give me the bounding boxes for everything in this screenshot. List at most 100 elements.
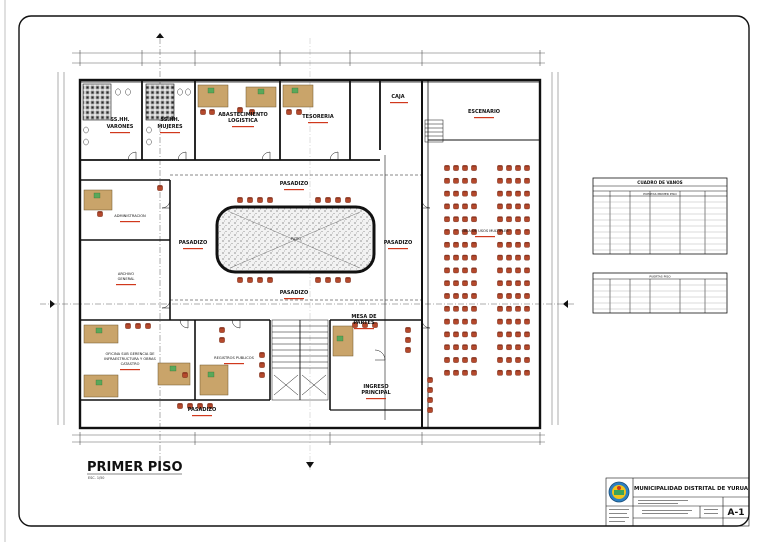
auditorium-seat bbox=[496, 241, 504, 248]
auditorium-seat bbox=[470, 164, 478, 172]
auditorium-seat bbox=[452, 190, 460, 197]
auditorium-seat bbox=[470, 190, 478, 197]
auditorium-seat bbox=[443, 267, 451, 274]
ingreso-principal-label-1: INGRESO bbox=[363, 384, 388, 390]
auditorium-seat bbox=[452, 292, 460, 300]
auditorium-seat bbox=[443, 292, 451, 300]
vanos-table-title: CUADRO DE VANOS bbox=[637, 180, 682, 185]
auditorium-seat bbox=[461, 344, 469, 351]
auditorium-seat bbox=[443, 177, 451, 184]
auditorium-seat bbox=[514, 228, 522, 236]
auditorium-seat bbox=[496, 177, 504, 184]
sshh-varones-label-1: SS.HH. bbox=[110, 117, 129, 123]
auditorium-seat bbox=[514, 331, 522, 338]
auditorium-seat bbox=[496, 216, 504, 223]
auditorium-seat bbox=[505, 331, 513, 338]
title-block-fine-print bbox=[609, 500, 718, 522]
second-table bbox=[592, 272, 728, 314]
sheet-frame bbox=[18, 15, 750, 527]
auditorium-seat bbox=[505, 241, 513, 248]
patio-label: PATIO bbox=[291, 237, 301, 241]
auditorium-seat bbox=[470, 344, 478, 351]
patio-diagonals bbox=[229, 211, 361, 269]
auditorium-seat bbox=[505, 190, 513, 197]
auditorium-seat bbox=[461, 356, 469, 364]
auditorium-seat bbox=[443, 216, 451, 223]
auditorium-seat bbox=[443, 164, 451, 172]
pasadizo-mid-label: PASADIZO bbox=[280, 290, 308, 296]
auditorium-seat bbox=[523, 228, 531, 236]
ingreso-principal-label-2: PRINCIPAL bbox=[361, 390, 391, 396]
auditorium-seat bbox=[443, 203, 451, 210]
archivo-label-1: ARCHIVO bbox=[118, 272, 134, 276]
auditorium-seat bbox=[505, 356, 513, 364]
auditorium-seat bbox=[514, 203, 522, 210]
auditorium-seat bbox=[514, 254, 522, 261]
section-marker-a bbox=[50, 33, 568, 468]
auditorium-seat bbox=[461, 318, 469, 325]
door-swings bbox=[127, 151, 431, 361]
auditorium-seat bbox=[470, 216, 478, 223]
auditorium-seat bbox=[505, 164, 513, 172]
auditorium-seat bbox=[496, 331, 504, 338]
auditorium-seat bbox=[514, 305, 522, 312]
registros-publicos-label: REGISTROS PUBLICOS bbox=[214, 356, 255, 360]
auditorium-seat bbox=[443, 190, 451, 197]
auditorium-seat bbox=[496, 203, 504, 210]
auditorium-seat bbox=[523, 305, 531, 312]
auditorium-seat bbox=[514, 190, 522, 197]
auditorium-seat bbox=[496, 164, 504, 172]
auditorium-seat bbox=[514, 267, 522, 274]
auditorium-seat bbox=[523, 164, 531, 172]
auditorium-seat bbox=[452, 344, 460, 351]
auditorium-seat bbox=[452, 356, 460, 364]
auditorium-seat bbox=[461, 164, 469, 172]
auditorium-seat bbox=[470, 280, 478, 287]
auditorium-seat bbox=[470, 241, 478, 248]
auditorium-seat bbox=[514, 369, 522, 376]
mesa-partes-label-1: MESA DE bbox=[351, 314, 377, 320]
auditorium-seat bbox=[505, 292, 513, 300]
auditorium-seat bbox=[514, 177, 522, 184]
auditorium-seat bbox=[505, 203, 513, 210]
computers bbox=[93, 87, 344, 386]
sshh-mujeres-label-2: MUJERES bbox=[157, 124, 183, 130]
auditorium-seat bbox=[523, 190, 531, 197]
auditorium-seat bbox=[514, 216, 522, 223]
auditorium-seat bbox=[452, 305, 460, 312]
municipality-name: MUNICIPALIDAD DISTRITAL DE YURUA bbox=[634, 486, 749, 492]
auditorium-seat bbox=[505, 216, 513, 223]
auditorium-seat bbox=[461, 369, 469, 376]
auditorium-seat bbox=[523, 241, 531, 248]
vanos-table bbox=[592, 177, 728, 255]
auditorium-seat bbox=[443, 369, 451, 376]
auditorium-seat bbox=[514, 344, 522, 351]
auditorium-seat bbox=[505, 369, 513, 376]
building-walls bbox=[78, 78, 542, 430]
auditorium-seat bbox=[496, 280, 504, 287]
auditorium-seat bbox=[523, 331, 531, 338]
auditorium-seat bbox=[443, 228, 451, 236]
auditorium-seat bbox=[523, 280, 531, 287]
mesa-partes-label-2: PARTES bbox=[353, 320, 375, 326]
auditorium-seat bbox=[443, 241, 451, 248]
auditorium-seat bbox=[470, 267, 478, 274]
auditorium-seat bbox=[505, 254, 513, 261]
auditorium-seat bbox=[470, 254, 478, 261]
auditorium-seat bbox=[496, 369, 504, 376]
title-block bbox=[605, 477, 750, 527]
auditorium-seat bbox=[514, 356, 522, 364]
auditorium-seat bbox=[523, 267, 531, 274]
auditorium-seat bbox=[514, 280, 522, 287]
auditorium-seat bbox=[523, 356, 531, 364]
auditorium-seat bbox=[514, 241, 522, 248]
sala-usos-multiples-label: SALA DE USOS MULTIPLES bbox=[461, 229, 509, 233]
auditorium-seat bbox=[461, 292, 469, 300]
auditorium-seat bbox=[452, 369, 460, 376]
auditorium-seat bbox=[505, 280, 513, 287]
auditorium-seat bbox=[461, 190, 469, 197]
oficina-label-2: INFRAESTRUCTURA Y OBRAS bbox=[104, 357, 156, 361]
dimension-ticks bbox=[79, 50, 541, 445]
auditorium-seat bbox=[470, 305, 478, 312]
